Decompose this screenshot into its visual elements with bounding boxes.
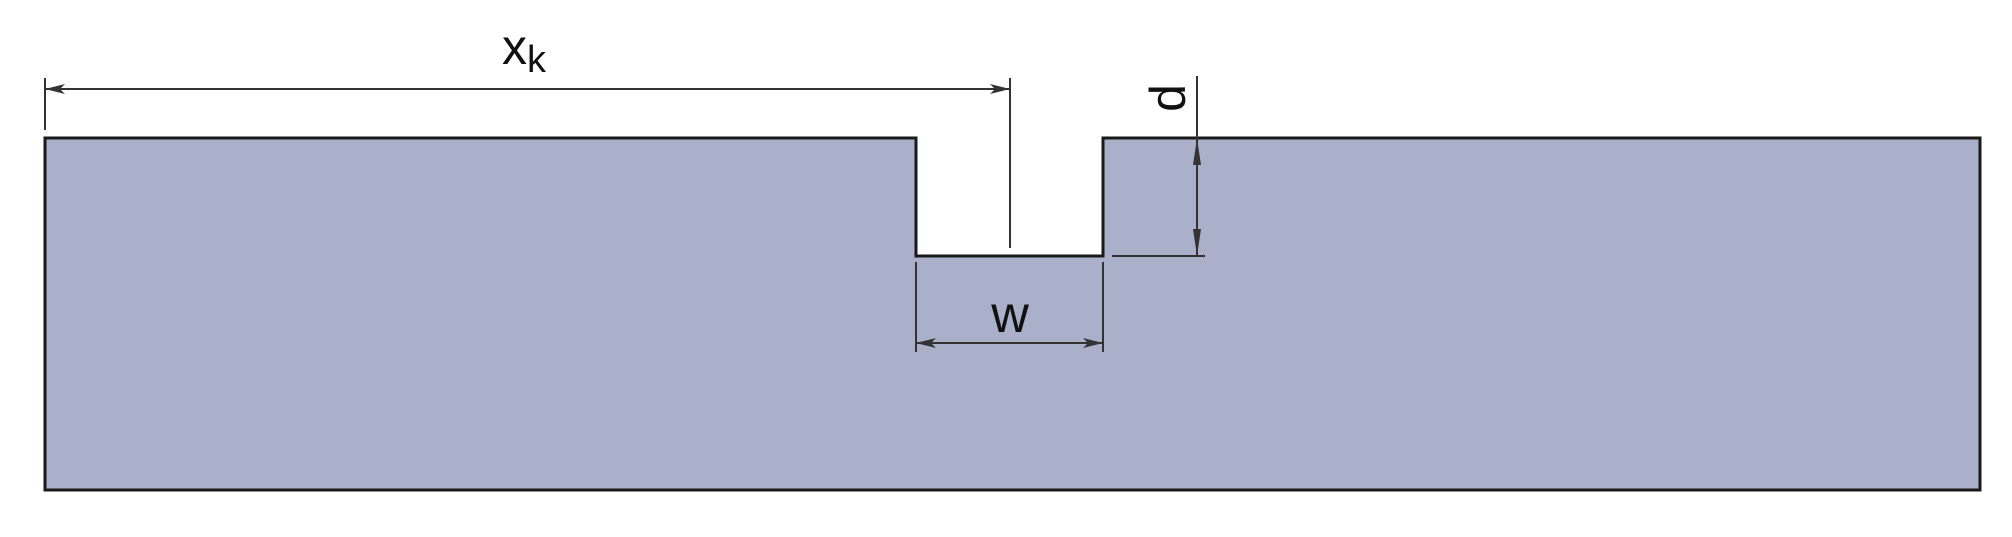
plate-body: [43, 136, 1982, 492]
width-dimension: w: [915, 262, 1104, 352]
xk-label: xk: [502, 19, 547, 81]
depth-arrow-top: [1193, 138, 1201, 165]
width-label: w: [990, 286, 1029, 344]
depth-arrow-bottom: [1193, 229, 1201, 256]
depth-label: d: [1140, 84, 1196, 112]
xk-dimension: xk: [44, 19, 1011, 248]
depth-dimension: d: [1112, 76, 1205, 257]
